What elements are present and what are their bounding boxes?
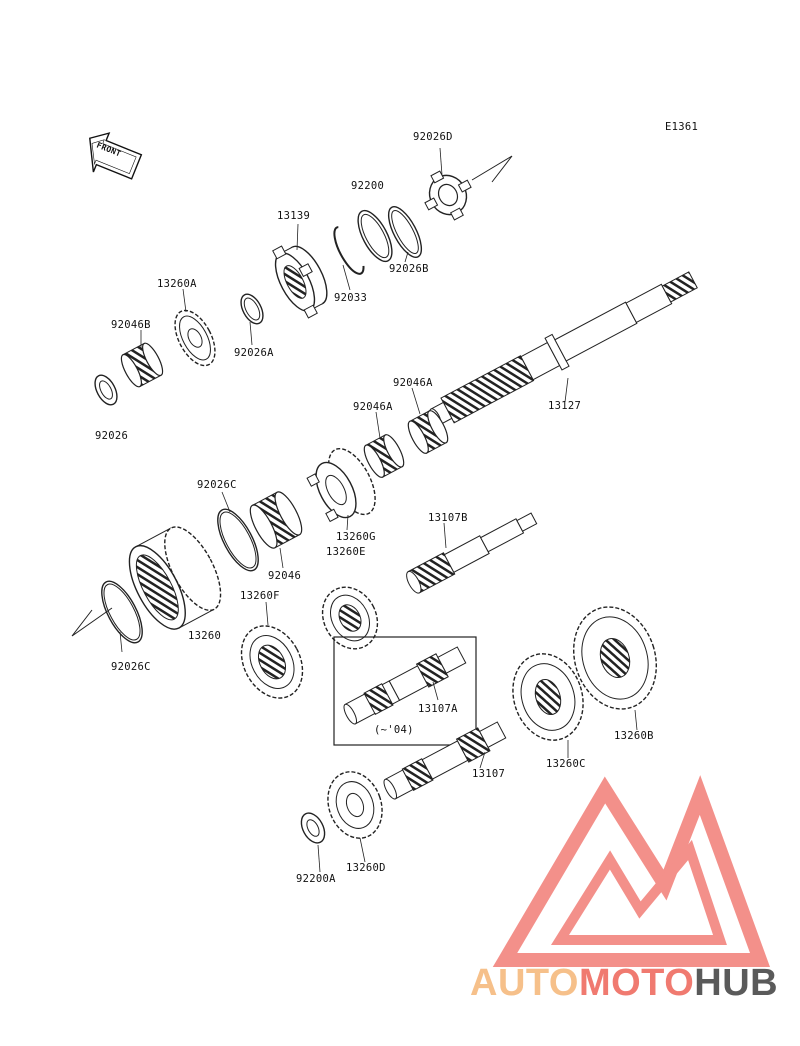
gear-13260C [512,653,584,741]
shaft-13107A-box [333,636,477,746]
washer-92200A [300,812,326,844]
label-13260B: 13260B [614,730,654,742]
label-13260D: 13260D [346,862,386,874]
label-92033: 92033 [334,292,368,304]
washer-92026A [240,293,264,325]
ring-92026C-top [217,508,259,572]
washer-92026B [387,206,423,258]
bearing-92046A-2 [363,434,405,478]
watermark-text: AUTOMOTOHUB [470,962,778,1005]
leader-lines [119,147,638,873]
gear-13260D [327,771,383,839]
diagram-code: E1361 [665,121,699,133]
gear-13260F [321,586,379,650]
label-92200A: 92200A [296,873,336,885]
label-13139: 13139 [277,210,311,222]
gear-13260B [573,606,657,710]
gear-13260-lower [240,625,304,699]
label-92026C-bottom: 92026C [111,661,151,673]
label-92026: 92026 [95,430,129,442]
lock-washer-92026D [424,170,472,221]
label-13260A: 13260A [157,278,197,290]
label-92046A-2: 92046A [353,401,393,413]
watermark-auto: AUTO [470,962,579,1004]
axis-arrow-left [71,607,113,637]
bearing-92046B [120,342,164,388]
shaft-13107B [406,512,538,594]
gear-13260 [128,526,222,630]
label-04: (~'04) [374,724,414,736]
washer-92200 [357,209,393,263]
washer-92026 [94,374,118,406]
label-92026D: 92026D [413,131,453,143]
axis-arrow-top [471,155,513,183]
shaft-13107 [383,721,507,800]
circlip-92033 [333,226,365,275]
label-92046B: 92046B [111,319,151,331]
gear-13260G [306,447,376,523]
ring-92026C-bottom [101,580,143,644]
label-13260G: 13260G [336,531,376,543]
label-13260E: 13260E [326,546,366,558]
watermark-moto: MOTO [578,962,695,1004]
dog-ring-13139 [272,245,328,319]
watermark-hub: HUB [694,962,779,1004]
label-92046A-1: 92046A [393,377,433,389]
label-13107: 13107 [472,768,506,780]
label-13107B: 13107B [428,512,468,524]
front-arrow-icon [89,132,143,180]
label-92026A: 92026A [234,347,274,359]
gear-13260A [174,309,216,367]
label-92026C-top: 92026C [197,479,237,491]
bearing-92046 [249,491,303,549]
label-13260: 13260 [188,630,222,642]
watermark-logo [492,775,770,967]
label-92200: 92200 [351,180,385,192]
label-13107A: 13107A [418,703,458,715]
label-13127: 13127 [548,400,582,412]
label-13260F: 13260F [240,590,280,602]
shaft-13127 [429,271,698,426]
bearing-92046A-1 [407,410,449,454]
label-13260C: 13260C [546,758,586,770]
label-92046: 92046 [268,570,302,582]
label-92026B: 92026B [389,263,429,275]
